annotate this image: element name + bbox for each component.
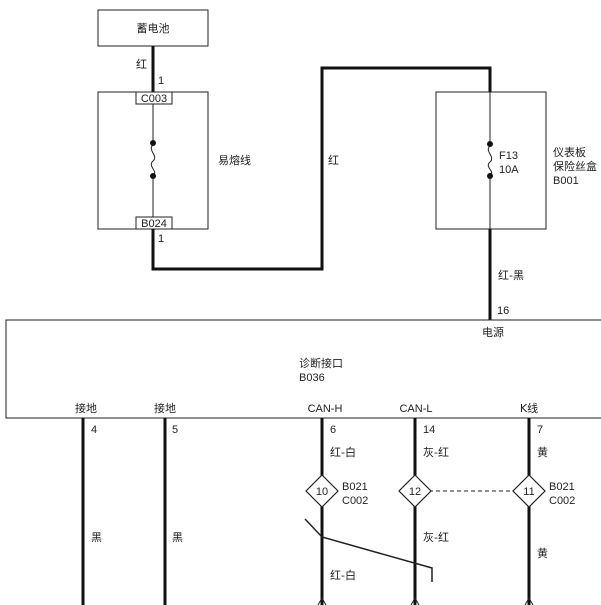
fuse-symbol bbox=[487, 145, 493, 176]
wire-color-battery-link: 红 bbox=[136, 58, 147, 71]
splice-12-id: 12 bbox=[409, 486, 421, 498]
wire-color-can-h-upper: 红-白 bbox=[330, 445, 356, 459]
diag-connector-code: B036 bbox=[299, 372, 325, 384]
pin-num-14: 14 bbox=[423, 424, 435, 436]
connector-b024-label: B024 bbox=[141, 218, 167, 230]
wire-can-l-arrow bbox=[410, 596, 420, 605]
battery-box bbox=[97, 9, 209, 47]
fusible-link-symbol bbox=[150, 144, 156, 176]
splice-10-code-2: C002 bbox=[342, 495, 368, 507]
power-label: 电源 bbox=[482, 325, 504, 339]
wire-color-can-l-lower: 灰-红 bbox=[423, 530, 449, 544]
splice-11-code-2: C002 bbox=[549, 495, 575, 507]
wire-k-line-arrow bbox=[524, 596, 534, 605]
fuse-id: F13 bbox=[499, 150, 518, 162]
splice-10-id: 10 bbox=[316, 486, 328, 498]
splice-10-diamond bbox=[305, 474, 339, 508]
wire-color-ground-1: 黑 bbox=[91, 531, 102, 544]
pin-label-can-l: CAN-L bbox=[399, 403, 432, 415]
wire-color-ground-2: 黑 bbox=[172, 531, 183, 544]
fusible-link-label: 易熔线 bbox=[218, 153, 251, 167]
fuse-box-label-1: 仪表板 bbox=[553, 145, 586, 159]
pin-label-ground-1: 接地 bbox=[75, 402, 97, 415]
fuse-terminal-top bbox=[487, 141, 493, 147]
twisted-pair-mark bbox=[304, 518, 433, 582]
wire-color-k-line-upper: 黄 bbox=[537, 445, 548, 459]
wire-link-fusebox bbox=[151, 66, 492, 271]
fuse-rating: 10A bbox=[499, 164, 519, 176]
splice-11-id: 11 bbox=[523, 486, 534, 498]
wire-color-can-l-upper: 灰-红 bbox=[423, 445, 449, 459]
wire-can-h-arrow bbox=[317, 596, 327, 605]
battery-label: 蓄电池 bbox=[137, 22, 170, 35]
pin-label-k-line: K线 bbox=[520, 401, 538, 415]
fuse-box-code: B001 bbox=[553, 175, 579, 187]
connector-c003 bbox=[135, 91, 173, 105]
fusible-terminal-top bbox=[150, 140, 156, 146]
splice-11-diamond bbox=[512, 474, 546, 508]
pin-link-bottom: 1 bbox=[158, 233, 164, 245]
pin-num-6: 6 bbox=[330, 424, 336, 436]
pin-num-5: 5 bbox=[172, 424, 178, 436]
pin-num-4: 4 bbox=[91, 424, 97, 436]
wire-color-k-line-lower: 黄 bbox=[537, 546, 548, 560]
pin-power: 16 bbox=[497, 305, 509, 317]
pin-label-ground-2: 接地 bbox=[154, 402, 176, 415]
wire-color-link-fusebox: 红 bbox=[328, 154, 339, 167]
diag-connector-label: 诊断接口 bbox=[299, 356, 343, 370]
diag-connector-box bbox=[5, 319, 601, 419]
connector-c003-label: C003 bbox=[141, 93, 167, 105]
fuse-box-label-2: 保险丝盒 bbox=[553, 159, 597, 173]
wire-color-fusebox-diag: 红-黑 bbox=[498, 269, 524, 282]
pin-link-top: 1 bbox=[158, 75, 164, 87]
pin-num-7: 7 bbox=[537, 424, 543, 436]
splice-10-code-1: B021 bbox=[342, 481, 368, 493]
wire-color-can-h-lower: 红-白 bbox=[330, 568, 356, 582]
splice-11-code-1: B021 bbox=[549, 481, 575, 493]
splice-12-diamond bbox=[398, 474, 432, 508]
pin-label-can-h: CAN-H bbox=[308, 403, 343, 415]
